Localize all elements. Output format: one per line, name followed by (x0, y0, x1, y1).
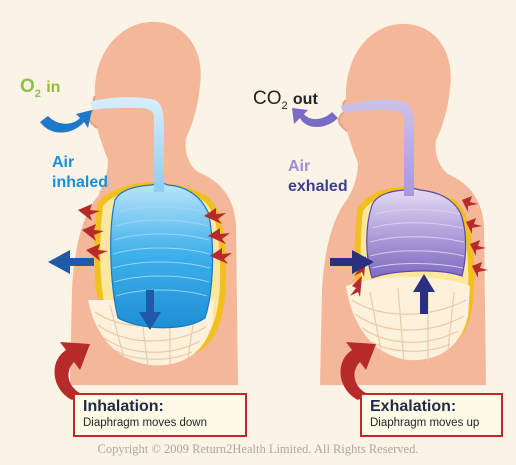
o2-in-arrow (40, 110, 92, 133)
co2-out-label: CO2 out (253, 88, 318, 112)
copyright-notice: Copyright © 2009 Return2Health Limited. … (0, 442, 516, 457)
inhalation-heading: Inhalation: (83, 398, 237, 416)
exhalation-figure (292, 24, 488, 400)
exhalation-caption: Exhalation: Diaphragm moves up (360, 393, 503, 437)
inhalation-description: Diaphragm moves down (83, 416, 237, 431)
o2-in-label: O2 in (20, 76, 60, 100)
exhalation-description: Diaphragm moves up (370, 416, 493, 431)
air-exhaled-label: Air exhaled (288, 157, 348, 197)
lung-deflated (367, 188, 466, 278)
lung-inflated (111, 182, 213, 328)
inhalation-caption: Inhalation: Diaphragm moves down (73, 393, 247, 437)
exhalation-heading: Exhalation: (370, 398, 493, 416)
inhalation-figure (40, 22, 238, 400)
air-inhaled-label: Air inhaled (52, 153, 108, 193)
